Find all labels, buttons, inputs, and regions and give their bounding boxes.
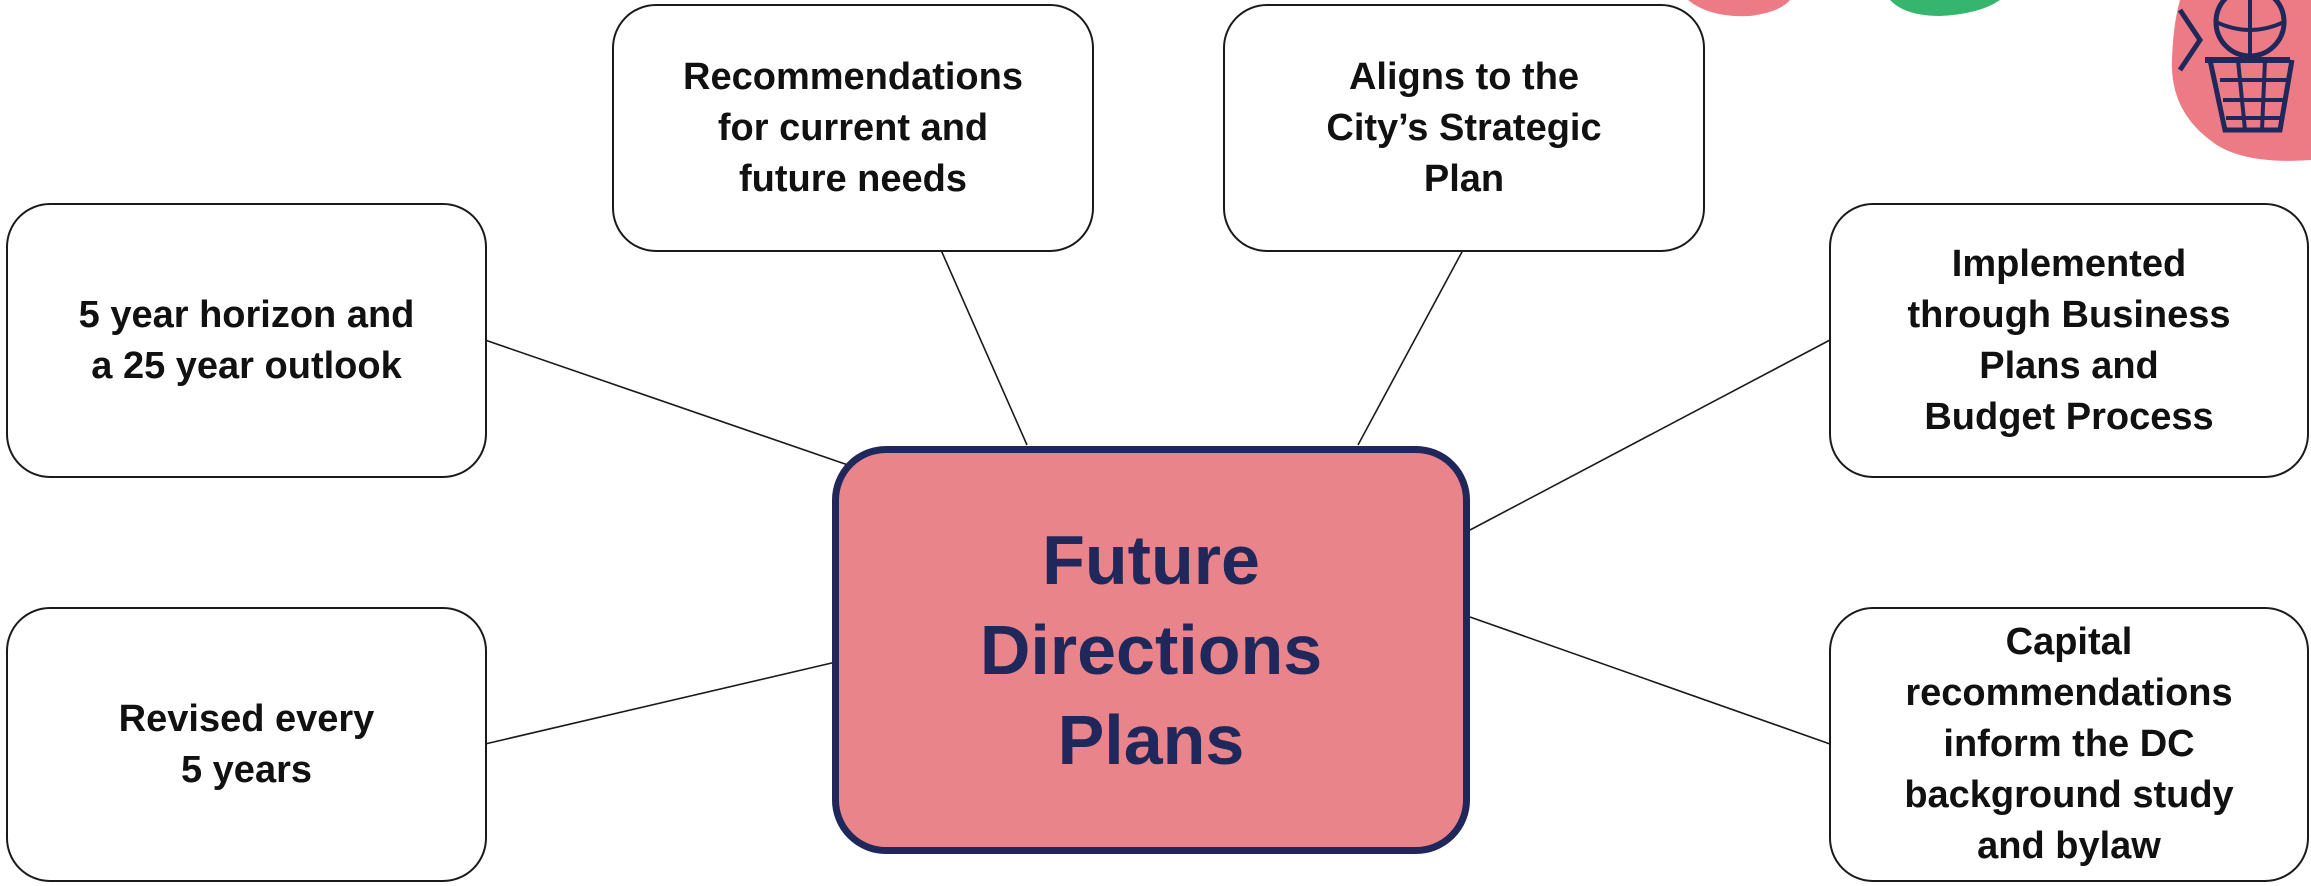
connector-horizon xyxy=(484,339,849,466)
green-blob-shape xyxy=(1890,0,2000,16)
node-capital-label: Capital recommendations inform the DC ba… xyxy=(1904,621,2234,867)
node-implemented: Implemented through Business Plans and B… xyxy=(1829,203,2309,478)
node-implemented-label: Implemented through Business Plans and B… xyxy=(1907,242,2231,438)
node-horizon-label: 5 year horizon and a 25 year outlook xyxy=(78,293,415,387)
connector-implemented xyxy=(1469,339,1831,531)
pink-blob-shape xyxy=(1688,0,1790,17)
node-recommendations: Recommendations for current and future n… xyxy=(612,4,1094,252)
connector-recommendations xyxy=(940,249,1028,446)
basketball-hoop-icon xyxy=(2171,0,2311,161)
connector-revised xyxy=(484,661,837,745)
node-revised: Revised every 5 years xyxy=(6,607,487,882)
node-capital: Capital recommendations inform the DC ba… xyxy=(1829,607,2309,882)
node-revised-label: Revised every 5 years xyxy=(118,697,375,791)
node-strategic-label: Aligns to the City’s Strategic Plan xyxy=(1326,55,1602,200)
center-title: Future Directions Plans xyxy=(979,521,1323,779)
center-node: Future Directions Plans xyxy=(832,446,1470,854)
connector-capital xyxy=(1469,616,1831,745)
node-horizon: 5 year horizon and a 25 year outlook xyxy=(6,203,487,478)
decorative-graphics xyxy=(1688,0,2311,161)
connector-strategic xyxy=(1357,249,1464,446)
node-strategic: Aligns to the City’s Strategic Plan xyxy=(1223,4,1705,252)
node-recommendations-label: Recommendations for current and future n… xyxy=(683,55,1023,200)
